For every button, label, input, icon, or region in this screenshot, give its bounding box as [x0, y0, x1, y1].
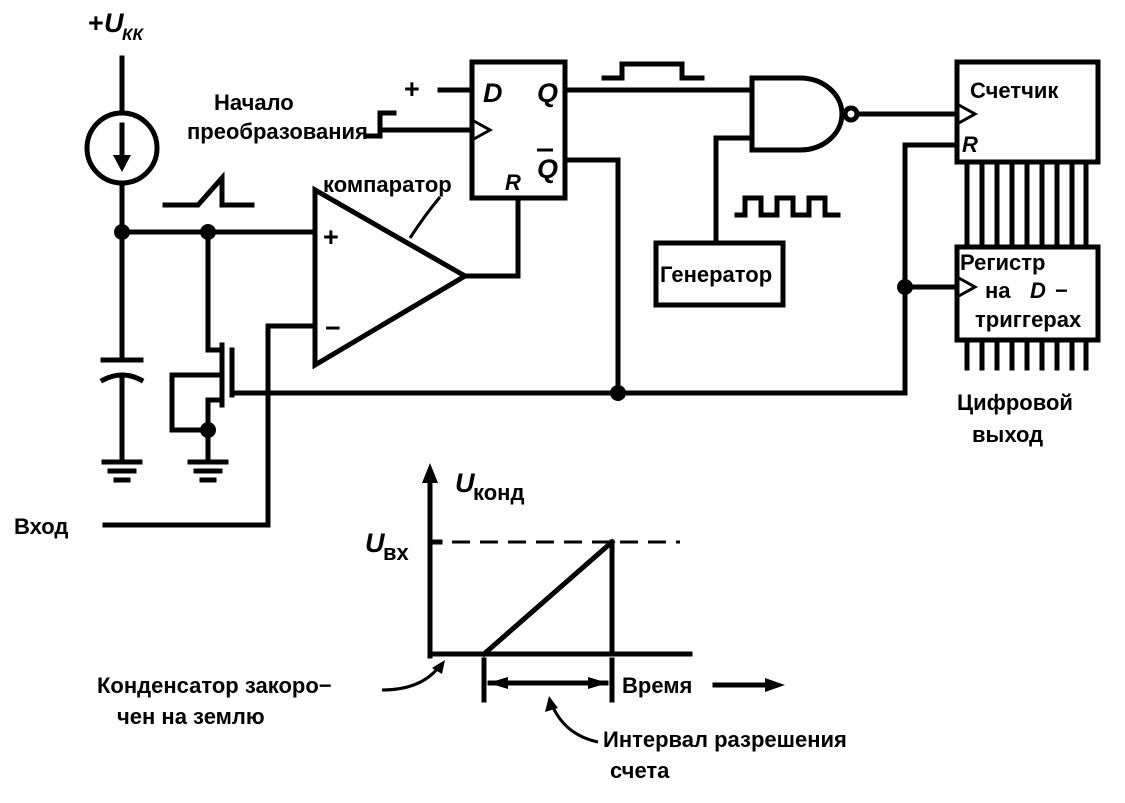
interval-pointer-head — [545, 696, 558, 712]
nand-gate — [713, 75, 960, 246]
capacitor-pointer — [381, 667, 440, 692]
d-input-plus: + — [404, 74, 420, 104]
discharge-transistor — [169, 229, 621, 465]
clock-waveform — [734, 195, 841, 218]
enable-pulse-waveform — [601, 61, 705, 81]
junction-dot — [114, 224, 130, 240]
supply-plus: + — [88, 8, 104, 38]
comparator-plus: + — [323, 222, 339, 252]
graph-y-symbol: U — [455, 468, 476, 498]
start-pulse-symbol — [363, 110, 397, 139]
supply-subscript: КК — [122, 25, 144, 44]
supply-symbol: U — [104, 8, 125, 38]
ff-qbar-label: Q — [537, 154, 558, 184]
capacitor-pointer-head — [432, 660, 445, 674]
interval-label-line2: счета — [610, 758, 670, 783]
input-label: Вход — [14, 514, 68, 539]
comparator — [312, 185, 521, 370]
uin-subscript: вх — [383, 540, 410, 565]
register-label-na: на — [985, 278, 1011, 303]
y-axis-arrow — [422, 463, 438, 483]
capacitor-shorted-label-line1: Конденсатор закоро− — [97, 673, 332, 698]
interval-label-line1: Интервал разрешения — [603, 727, 847, 752]
input-wire — [102, 323, 318, 528]
interval-arrow-left — [488, 677, 508, 689]
uin-symbol: U — [365, 528, 386, 558]
timing-graph — [422, 463, 785, 703]
time-arrow-head — [765, 678, 785, 692]
ff-q-label: Q — [537, 78, 558, 108]
d-flip-flop — [469, 59, 568, 201]
ground-symbol-left — [101, 459, 143, 483]
counter-r-label: R — [962, 132, 978, 157]
comparator-label: компаратор — [323, 172, 452, 197]
start-label-line1: Начало — [214, 90, 294, 115]
counter-output-bus — [964, 159, 1089, 250]
time-label: Время — [622, 673, 692, 698]
register-label-line3: триггерах — [975, 307, 1082, 332]
graph-y-subscript: конд — [473, 480, 524, 505]
interval-pointer — [550, 704, 599, 744]
comparator-pointer — [408, 196, 442, 239]
ff-r-label: R — [505, 170, 521, 195]
comparator-minus: − — [325, 313, 341, 343]
ramp-line — [480, 538, 616, 658]
junction-dot — [200, 422, 216, 438]
capacitor — [99, 357, 145, 465]
digital-output-bus — [964, 337, 1089, 371]
register-label-line1: Регистр — [960, 250, 1046, 275]
ground-symbol-transistor — [187, 459, 229, 483]
ff-d-label: D — [483, 78, 503, 108]
start-label-line2: преобразования — [187, 119, 368, 144]
counter-label: Счетчик — [970, 78, 1059, 103]
counter — [954, 59, 1101, 165]
register-label-d: D — [1030, 278, 1046, 303]
register-label-dash: − — [1055, 278, 1068, 303]
generator-box — [653, 240, 786, 308]
interval-arrow-right — [588, 677, 608, 689]
generator-label: Генератор — [660, 262, 772, 287]
digital-output-label-line2: выход — [972, 422, 1043, 447]
digital-output-label-line1: Цифровой — [957, 390, 1073, 415]
capacitor-shorted-label-line2: чен на землю — [117, 704, 265, 729]
current-source — [84, 55, 160, 363]
ramp-waveform — [162, 171, 255, 208]
